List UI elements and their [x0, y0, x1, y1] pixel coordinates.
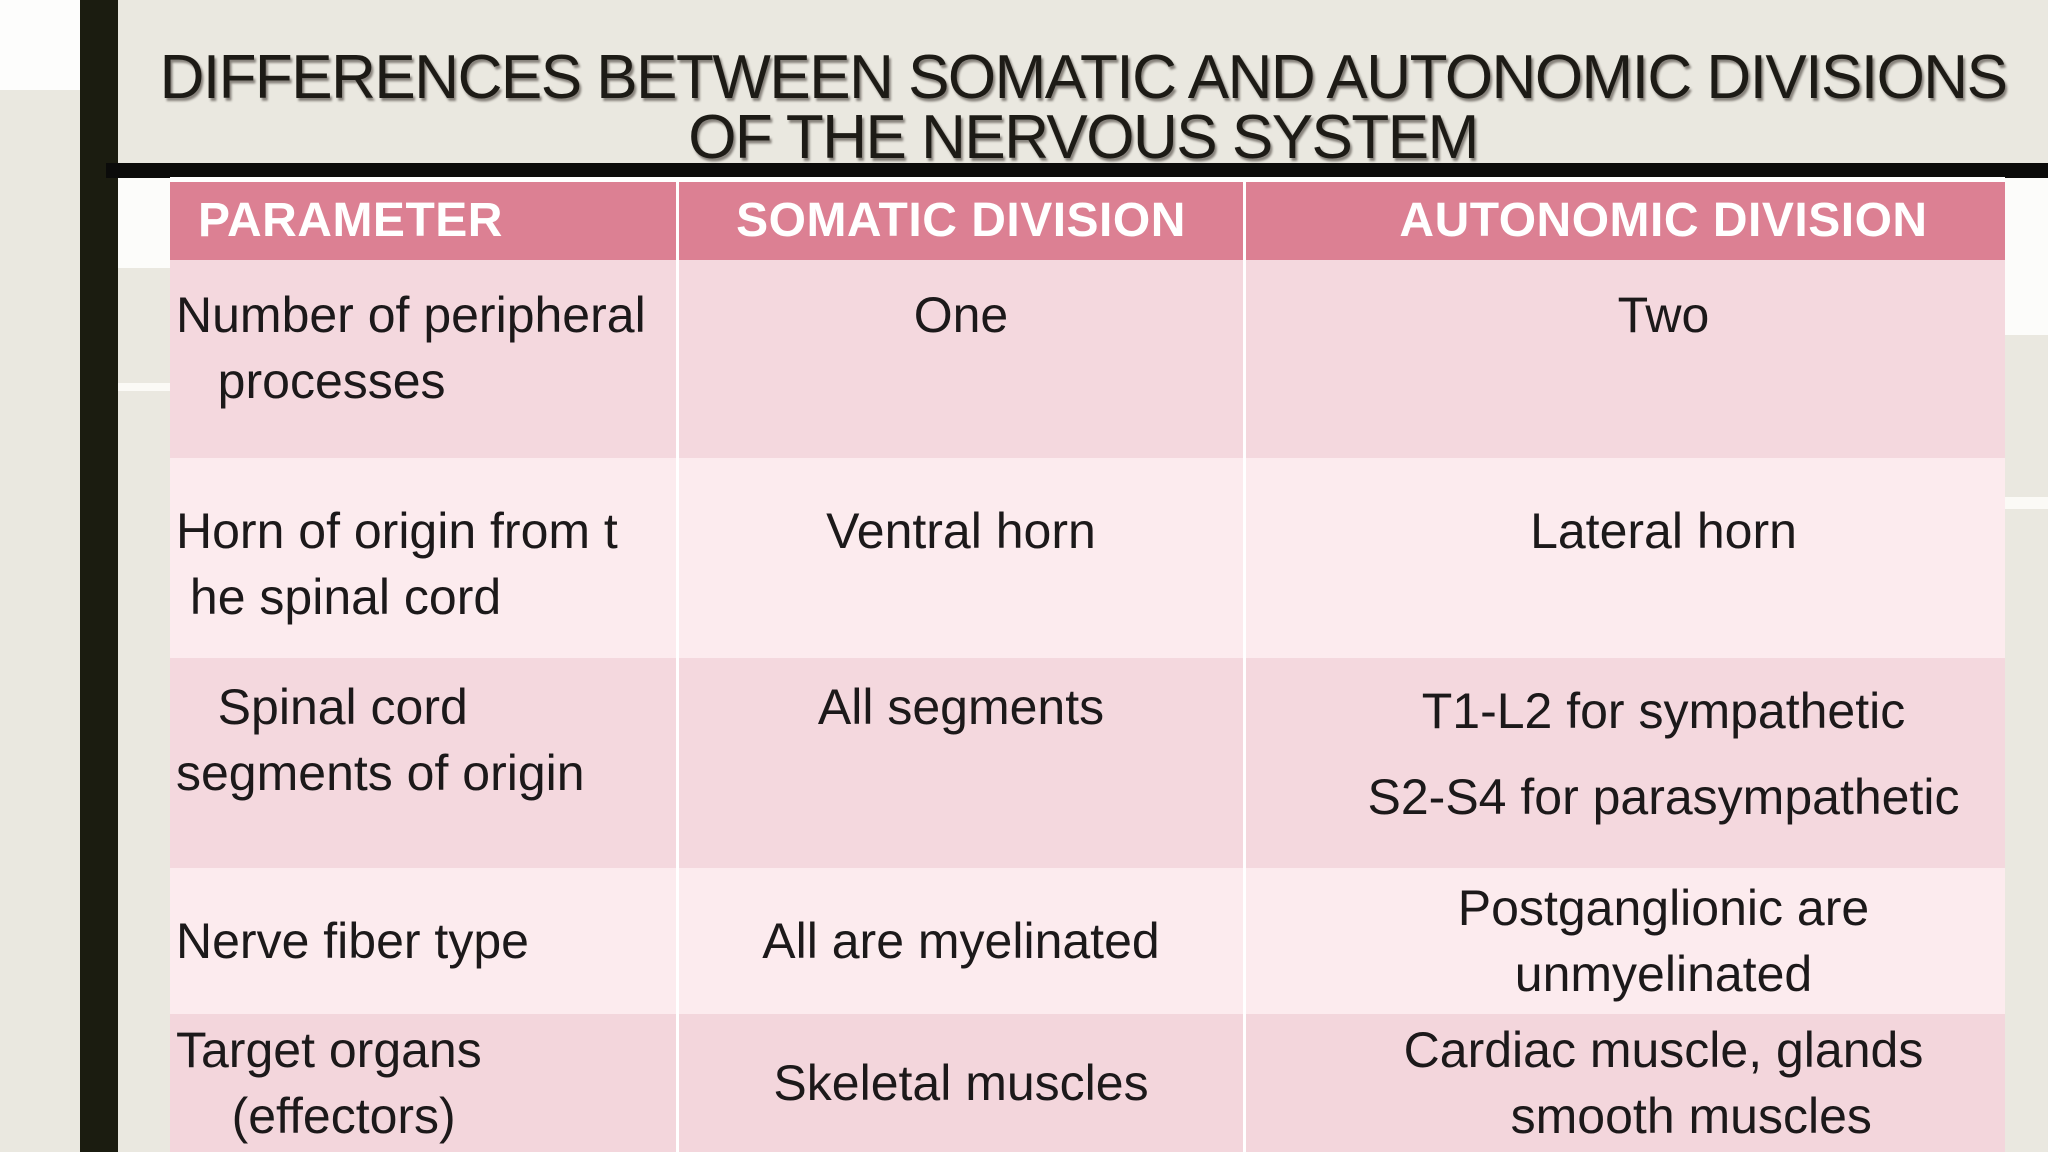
title-divider-rule: [106, 163, 2048, 178]
table-cell-autonomic: Two: [1246, 260, 2005, 458]
column-header-autonomic-division: AUTONOMIC DIVISION: [1246, 182, 2005, 260]
right-margin-stripe: [2005, 497, 2048, 509]
table-cell-somatic: All segments: [679, 658, 1243, 868]
table-cell-somatic: All are myelinated: [679, 868, 1243, 1014]
column-header-somatic-division: SOMATIC DIVISION: [679, 182, 1243, 260]
table-cell-somatic: Ventral horn: [679, 458, 1243, 658]
table-cell-autonomic: Postganglionic are unmyelinated: [1246, 868, 2005, 1014]
table-cell-parameter: Nerve fiber type: [170, 868, 676, 1014]
left-accent-bar: [80, 0, 118, 1152]
table-cell-autonomic: Lateral horn: [1246, 458, 2005, 658]
left-margin-stripe: [118, 383, 170, 391]
slide-title-line-2: OF THE NERVOUS SYSTEM: [688, 102, 1479, 172]
table-cell-autonomic: Cardiac muscle, glands smooth muscles: [1246, 1014, 2005, 1152]
table-top-gap: [170, 177, 2005, 182]
table-cell-somatic: One: [679, 260, 1243, 458]
table-cell-parameter: Number of peripheral processes: [170, 260, 676, 458]
comparison-table: PARAMETER SOMATIC DIVISION AUTONOMIC DIV…: [170, 182, 2005, 1152]
column-header-parameter: PARAMETER: [170, 182, 676, 260]
table-cell-autonomic: T1-L2 for sympathetic S2-S4 for parasymp…: [1246, 658, 2005, 868]
right-margin-highlight: [2005, 178, 2048, 335]
table-cell-parameter: Spinal cord segments of origin: [170, 658, 676, 868]
left-margin-highlight: [118, 178, 170, 268]
table-cell-parameter: Target organs (effectors): [170, 1014, 676, 1152]
slide-title-line-1: DIFFERENCES BETWEEN SOMATIC AND AUTONOMI…: [159, 42, 2008, 112]
table-cell-somatic: Skeletal muscles: [679, 1014, 1243, 1152]
slide-title: DIFFERENCES BETWEEN SOMATIC AND AUTONOMI…: [118, 42, 2048, 172]
table-cell-parameter: Horn of origin from t he spinal cord: [170, 458, 676, 658]
background-corner-block: [0, 0, 80, 90]
